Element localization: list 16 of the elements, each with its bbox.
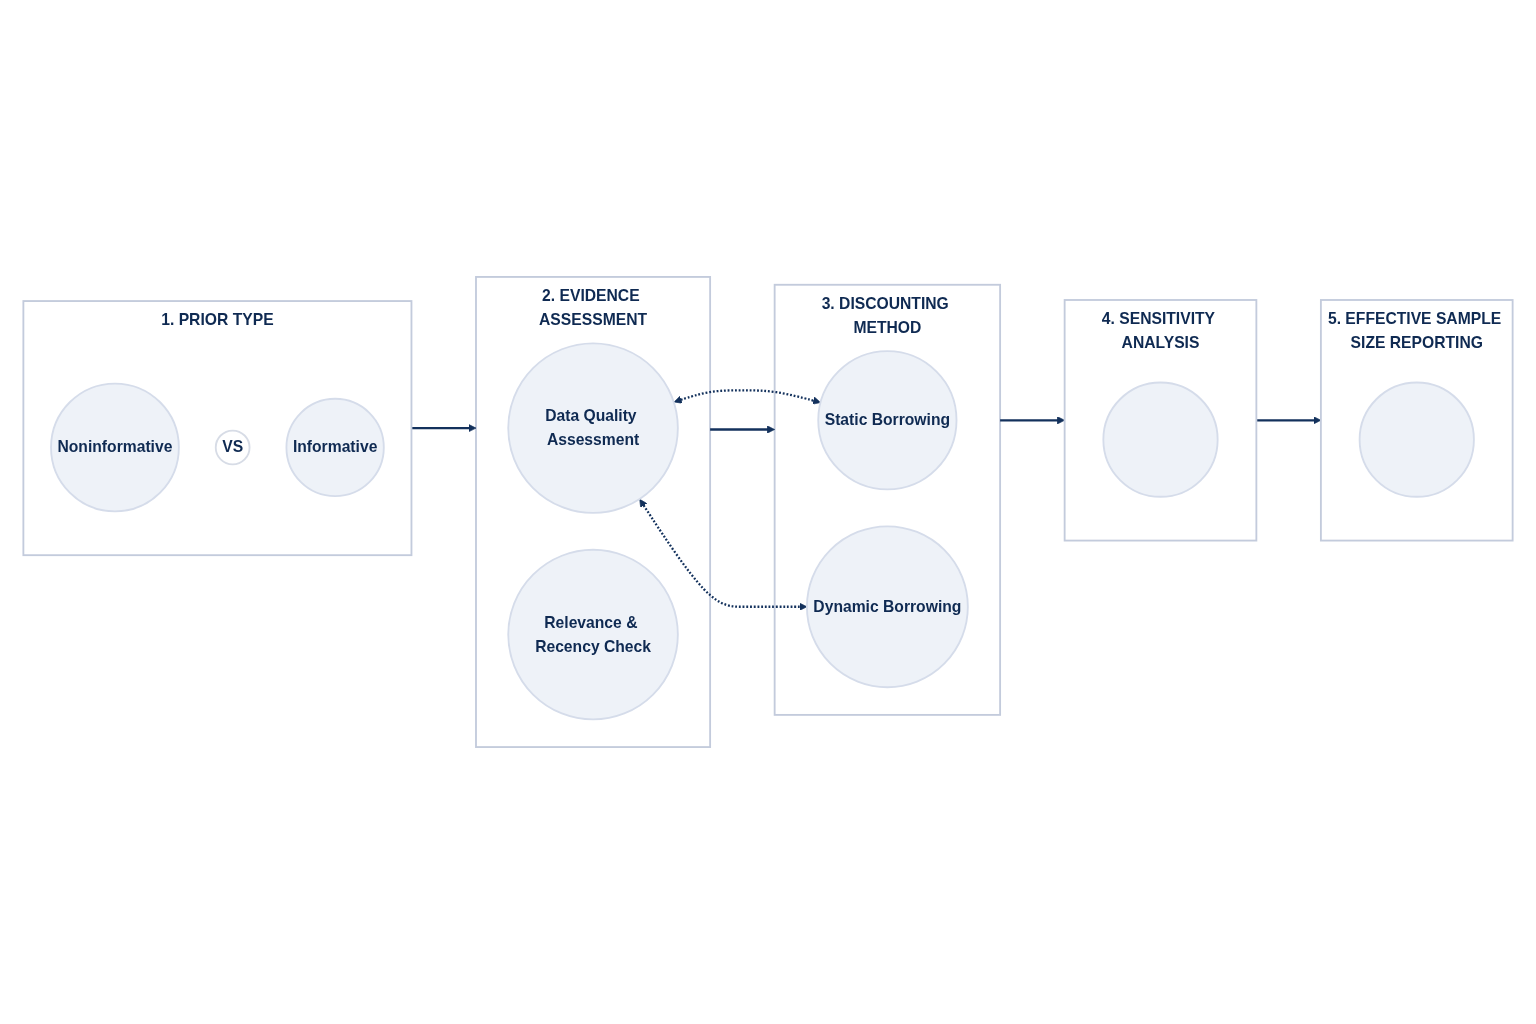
arrow: [673, 389, 821, 405]
node-circle: Dynamic Borrowing: [806, 525, 969, 689]
cluster: 5. EFFECTIVE SAMPLE SIZE REPORTING: [1319, 299, 1514, 542]
arrow: [411, 424, 477, 433]
cluster: 4. SENSITIVITY ANALYSIS: [1063, 299, 1258, 542]
node-circle: Informative: [285, 397, 385, 498]
arrow: [1000, 416, 1065, 425]
node-circle: Relevance & Recency Check: [507, 548, 679, 721]
node-circle: Static Borrowing: [817, 350, 958, 491]
node-circle: [1102, 381, 1219, 498]
node-circle: [1358, 381, 1475, 498]
arrow: [710, 425, 775, 434]
node-circle: Noninformative: [50, 382, 180, 513]
node-circle: VS: [214, 429, 251, 466]
arrow: [639, 499, 808, 611]
node-circle: Data Quality Assessment: [507, 342, 679, 514]
